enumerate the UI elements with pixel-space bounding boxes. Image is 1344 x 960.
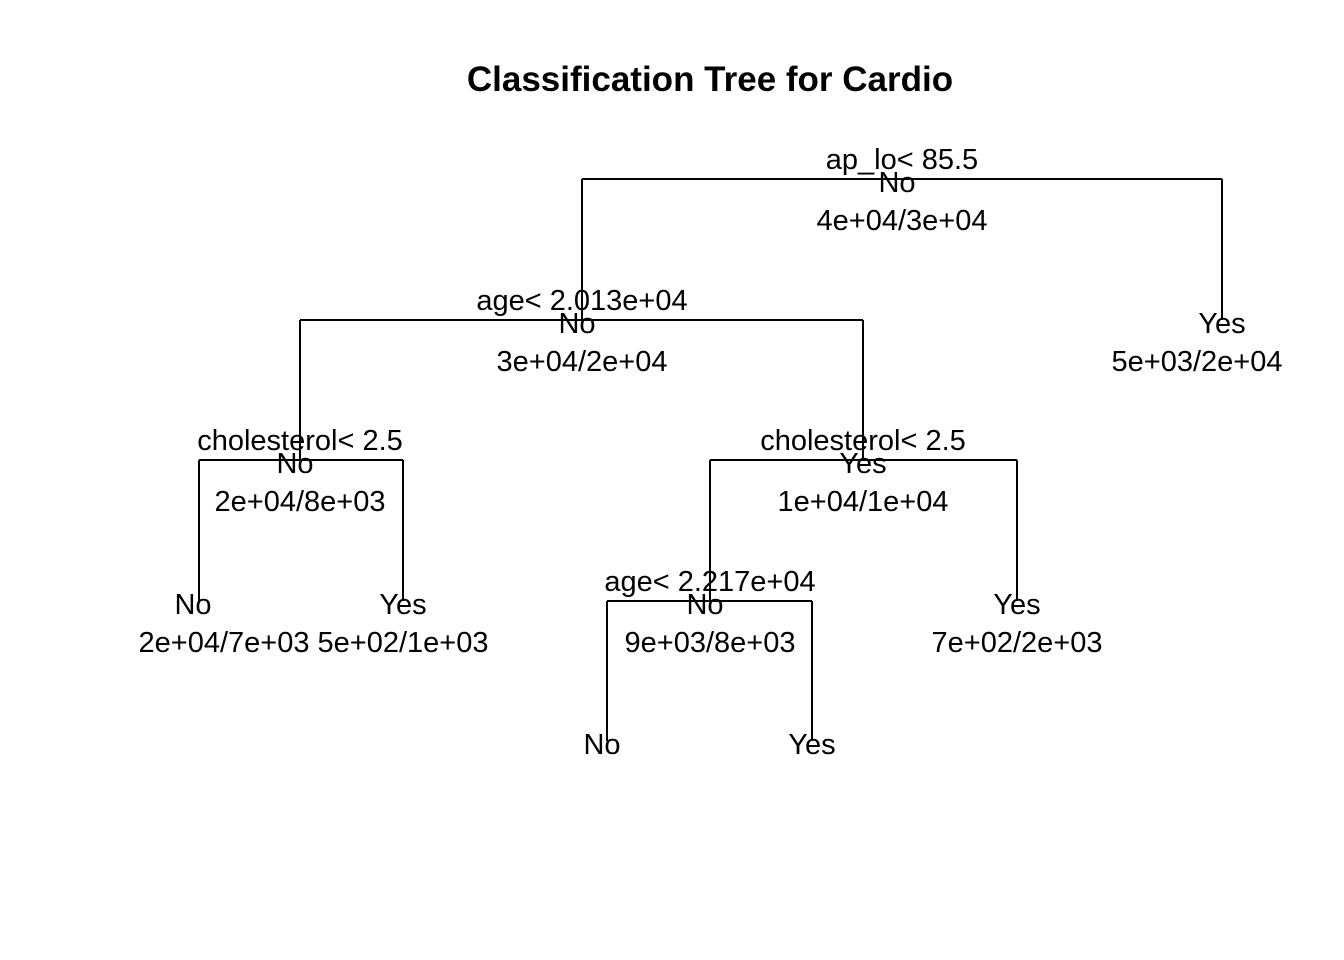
- node-class-label: No: [558, 308, 595, 340]
- node-counts-label: 4e+04/3e+04: [817, 205, 988, 237]
- node-class-label: Yes: [379, 589, 426, 621]
- node-class-label: Yes: [839, 448, 886, 480]
- node-class-label: No: [276, 448, 313, 480]
- node-split-label: cholesterol< 2.5: [197, 425, 403, 457]
- tree-edges: [198, 178, 1223, 741]
- node-counts-label: 2e+04/8e+03: [215, 486, 386, 518]
- node-class-label: No: [686, 589, 723, 621]
- node-counts-label: 9e+03/8e+03: [625, 627, 796, 659]
- node-counts-label: 5e+03/2e+04: [1112, 346, 1283, 378]
- node-class-label: Yes: [993, 589, 1040, 621]
- node-counts-label: 1e+04/1e+04: [778, 486, 949, 518]
- chart-title: Classification Tree for Cardio: [466, 60, 954, 99]
- node-counts-label: 2e+04/7e+03: [139, 627, 310, 659]
- node-split-label: age< 2.013e+04: [476, 285, 687, 317]
- node-class-label: No: [878, 167, 915, 199]
- node-class-label: Yes: [1198, 308, 1245, 340]
- node-class-label: No: [174, 589, 211, 621]
- node-counts-label: 7e+02/2e+03: [932, 627, 1103, 659]
- node-split-label: ap_lo< 85.5: [826, 144, 978, 176]
- node-counts-label: 3e+04/2e+04: [497, 346, 668, 378]
- node-class-label: Yes: [788, 729, 835, 761]
- node-class-label: No: [583, 729, 620, 761]
- node-counts-label: 5e+02/1e+03: [318, 627, 489, 659]
- node-split-label: cholesterol< 2.5: [760, 425, 966, 457]
- node-split-label: age< 2.217e+04: [604, 566, 815, 598]
